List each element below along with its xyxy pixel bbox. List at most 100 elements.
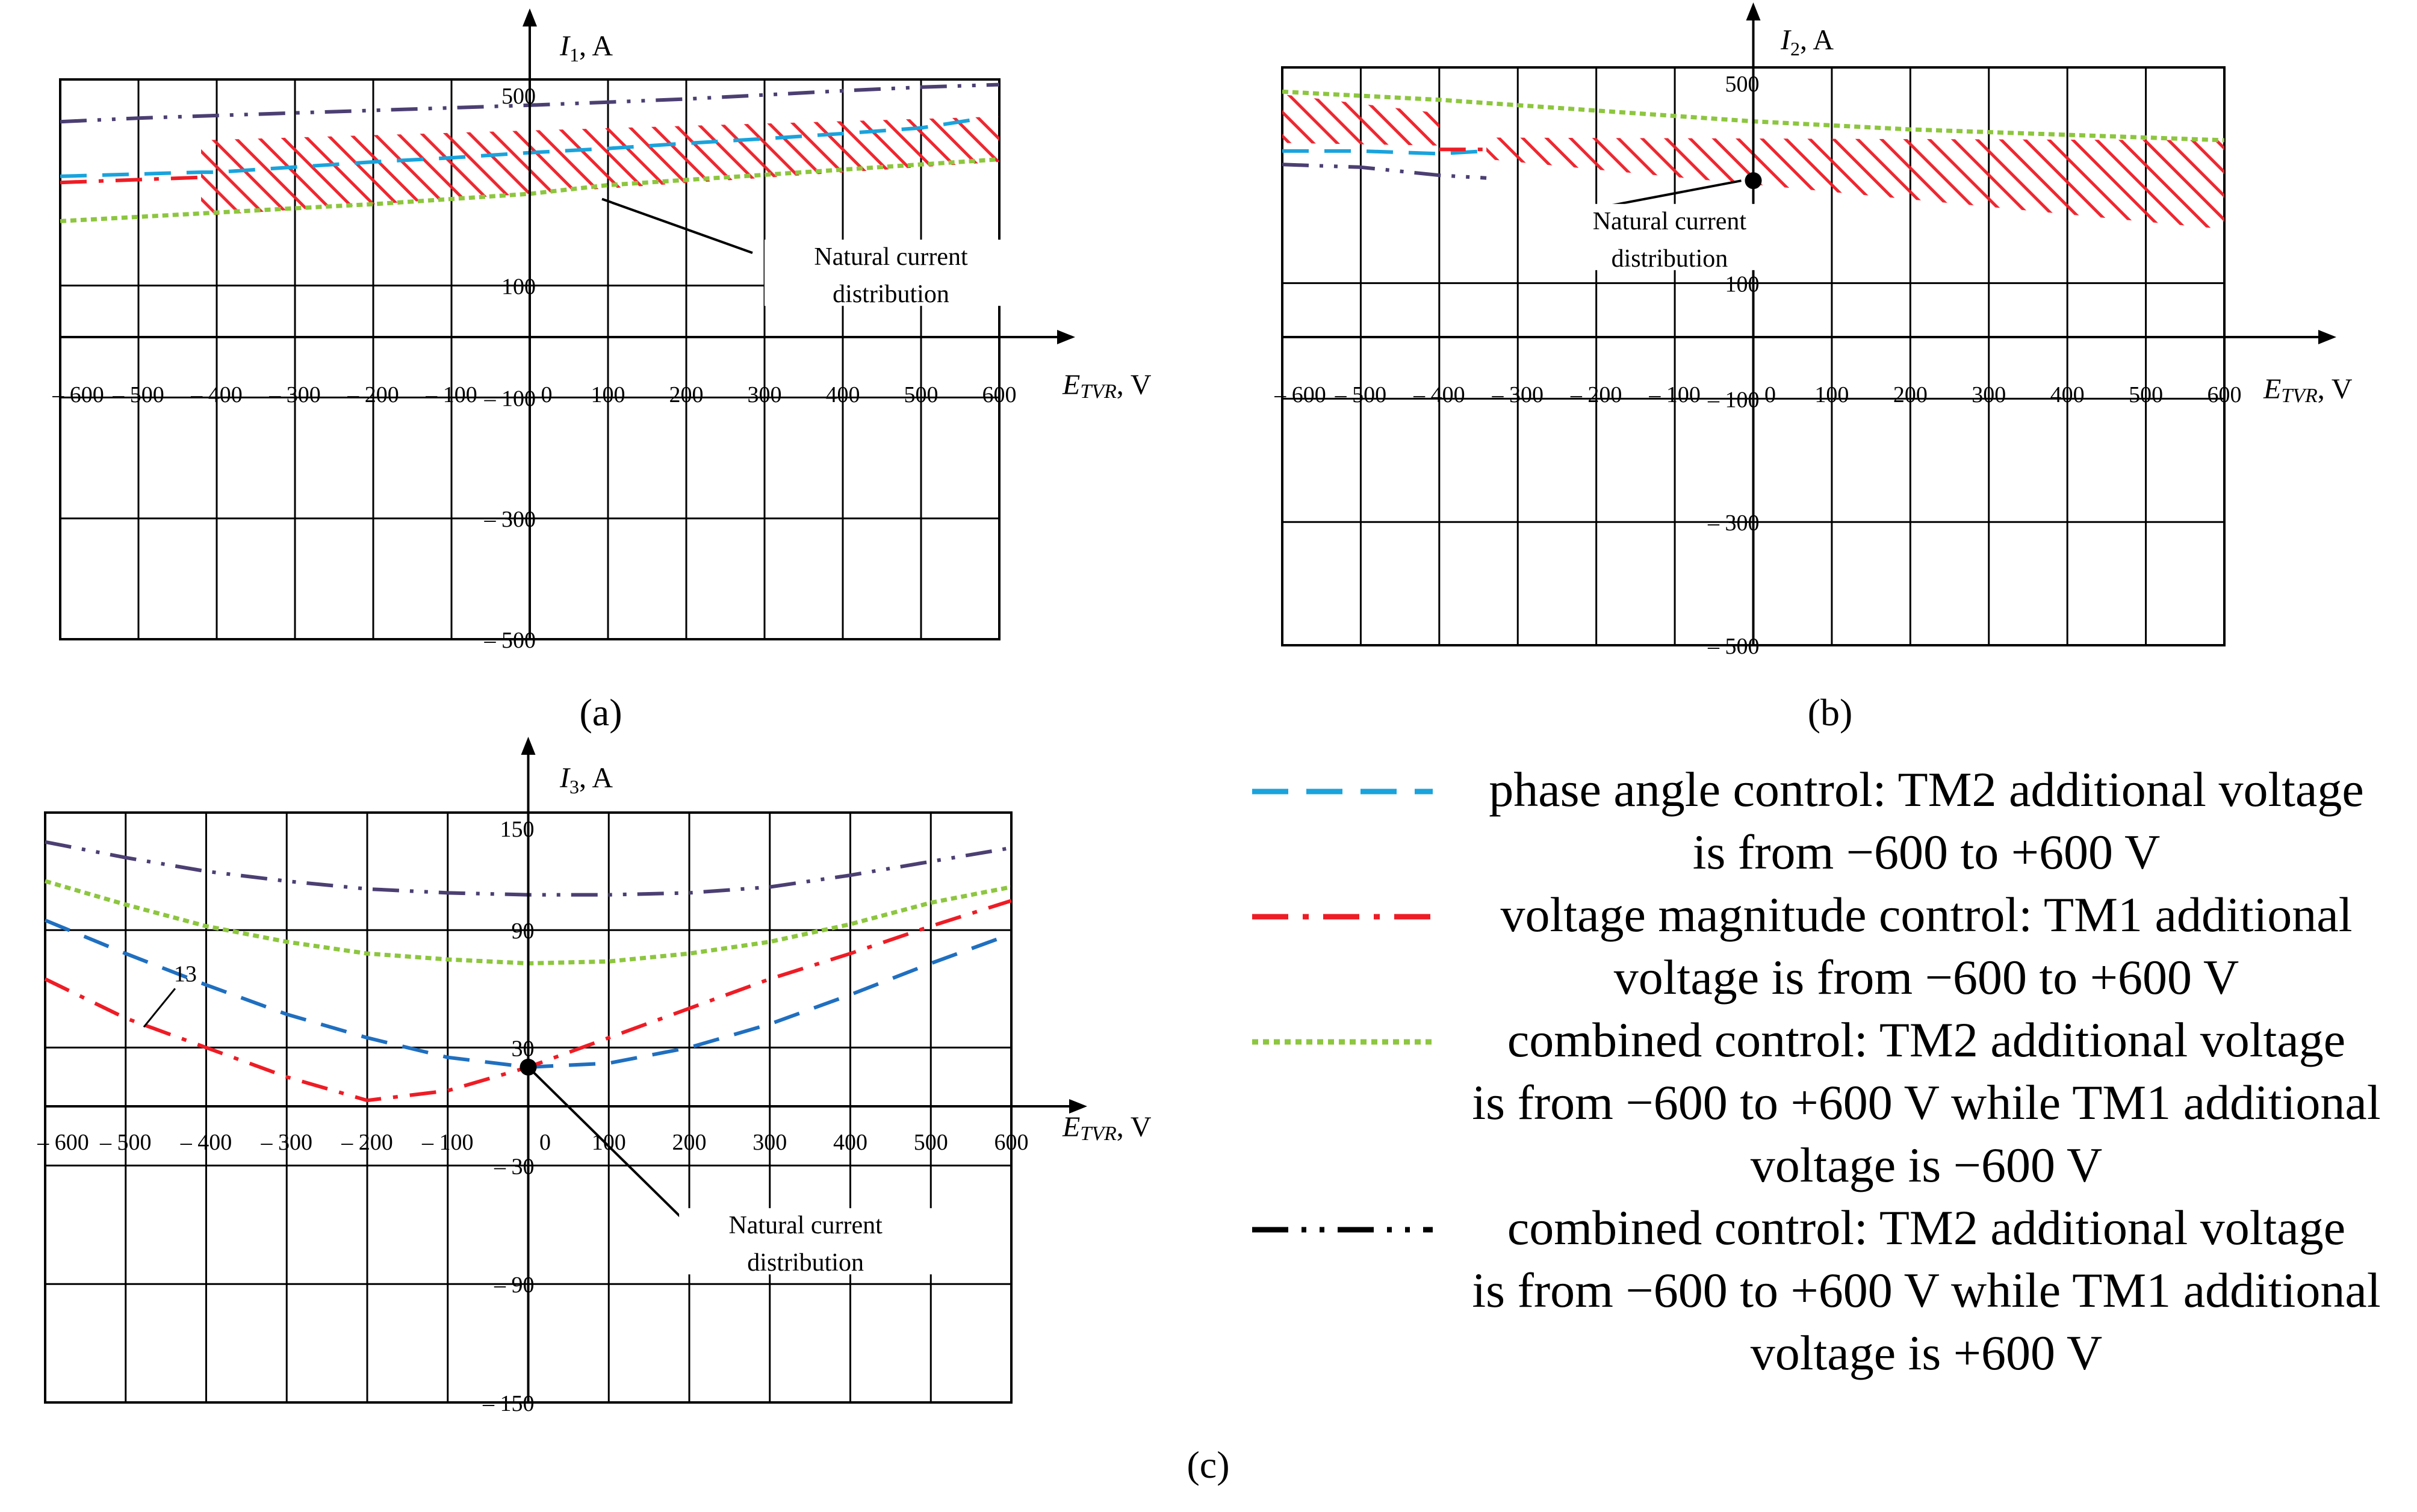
annotation-background — [765, 240, 1017, 306]
annotation-text: Natural current — [728, 1212, 883, 1239]
x-axis-label-unit: , V — [1117, 369, 1152, 401]
annotation-text: distribution — [747, 1249, 864, 1277]
legend-entry-voltage-magnitude: voltage magnitude control: TM1 additiona… — [1240, 884, 2408, 1009]
y-tick-label: – 100 — [484, 386, 536, 411]
y-axis-label: I3, A — [559, 762, 613, 798]
x-tick-label: – 400 — [1413, 382, 1465, 407]
legend-text-line: combined control: TM2 additional voltage — [1507, 1200, 2346, 1255]
annotation-background — [679, 1208, 932, 1275]
legend-swatch-combined-minus — [1252, 1039, 1433, 1045]
x-tick-label: – 600 — [37, 1130, 89, 1155]
x-tick-label: 0 — [1764, 382, 1776, 407]
x-axis-label-var: E — [2263, 373, 2281, 405]
y-tick-label: – 90 — [494, 1272, 535, 1298]
legend-entry-combined-minus: combined control: TM2 additional voltage… — [1240, 1009, 2408, 1197]
series-line-combined-plus — [1282, 163, 1487, 180]
series-line-phase-angle — [1282, 149, 1487, 156]
panel-b: – 600 – 500 – 400 – 300 – 200 – 100 0 100 200 300… — [1274, 2, 2353, 659]
x-tick-label: 200 — [672, 1130, 707, 1155]
x-tick-label: 100 — [591, 382, 625, 407]
x-tick-label: 400 — [2050, 382, 2085, 407]
x-tick-label: – 500 — [112, 382, 164, 407]
hatched-range-band — [1282, 94, 1439, 146]
panel-label-c: (c) — [1187, 1443, 1229, 1486]
annotation-text: distribution — [1612, 245, 1728, 273]
y-axis-label-unit: , A — [579, 30, 613, 62]
x-tick-label: 100 — [1814, 382, 1849, 407]
annotation-text: Natural current — [814, 243, 968, 271]
x-tick-label: – 200 — [1570, 382, 1622, 407]
x-axis-label: ETVR, V — [1062, 369, 1152, 403]
legend: phase angle control: TM2 additional volt… — [1240, 758, 2408, 1384]
x-tick-label: – 500 — [1335, 382, 1387, 407]
annotation-background — [1543, 203, 1796, 270]
y-tick-label: 100 — [1725, 271, 1760, 297]
x-tick-label: 400 — [826, 382, 860, 407]
x-tick-label: 600 — [2208, 382, 2242, 407]
x-axis-label: ETVR, V — [1062, 1111, 1152, 1145]
x-tick-label: 300 — [1972, 382, 2006, 407]
x-tick-label: – 600 — [52, 382, 104, 407]
annotation-text: distribution — [833, 280, 949, 308]
x-tick-label: – 100 — [1648, 382, 1701, 407]
annotation-leader-line — [601, 197, 753, 255]
y-tick-label: 500 — [1725, 72, 1760, 97]
x-tick-label: 200 — [669, 382, 704, 407]
x-tick-label: – 100 — [425, 382, 477, 407]
x-tick-label: 600 — [982, 382, 1017, 407]
hatched-range-band — [1486, 137, 2224, 229]
x-axis-label-unit: , V — [2318, 373, 2353, 405]
y-axis-label-var: I — [559, 762, 571, 794]
y-axis-label-sub: 1 — [569, 44, 579, 66]
x-axis-arrowhead — [1069, 1099, 1087, 1114]
x-tick-label: – 300 — [268, 382, 321, 407]
x-tick-label: – 200 — [341, 1130, 393, 1155]
y-axis-label-unit: , A — [1800, 24, 1834, 56]
natural-distribution-point — [1745, 172, 1762, 190]
y-axis-label: I2, A — [1780, 24, 1834, 60]
x-tick-label: – 500 — [99, 1130, 152, 1155]
x-axis-label-unit: , V — [1117, 1111, 1152, 1143]
x-axis-label-sub: TVR — [2281, 385, 2318, 407]
x-tick-label: – 400 — [190, 382, 243, 407]
y-axis-arrowhead — [523, 8, 537, 26]
x-tick-label: 400 — [833, 1130, 867, 1155]
panel-label-a: (a) — [579, 691, 622, 734]
legend-text-line: voltage is +600 V — [1750, 1325, 2103, 1380]
natural-distribution-point — [520, 1058, 537, 1076]
legend-text-line: voltage is −600 V — [1750, 1138, 2103, 1192]
x-tick-label: 300 — [748, 382, 782, 407]
x-tick-label: 500 — [2129, 382, 2163, 407]
x-axis-arrowhead — [1057, 330, 1075, 344]
y-axis-label-unit: , A — [579, 762, 613, 794]
x-axis-label-var: E — [1062, 1111, 1080, 1143]
y-axis-label-var: I — [559, 30, 571, 62]
y-axis-arrowhead — [1746, 2, 1761, 20]
y-tick-label: – 500 — [484, 628, 536, 653]
y-axis-label-var: I — [1780, 24, 1792, 56]
curve-label: 13 — [174, 961, 197, 987]
y-tick-label: 500 — [501, 84, 536, 109]
x-tick-label: 300 — [752, 1130, 787, 1155]
series-line-combined-minus — [60, 157, 1000, 223]
y-tick-label: – 300 — [484, 507, 536, 532]
x-tick-label: 200 — [1893, 382, 1928, 407]
x-axis-label-sub: TVR — [1080, 1123, 1117, 1145]
x-tick-label: 500 — [914, 1130, 948, 1155]
y-axis-label: I1, A — [559, 30, 613, 66]
x-axis-label-var: E — [1062, 369, 1080, 401]
y-axis-label-sub: 2 — [1790, 38, 1800, 60]
annotation-text: Natural current — [1593, 208, 1747, 235]
x-tick-label: 600 — [994, 1130, 1029, 1155]
series-line-voltage-magnitude — [60, 175, 202, 185]
x-tick-label: – 600 — [1274, 382, 1326, 407]
y-tick-label: – 500 — [1707, 634, 1760, 659]
legend-text-line: phase angle control: TM2 additional volt… — [1489, 762, 2364, 817]
x-tick-label: 500 — [904, 382, 939, 407]
x-tick-label: – 100 — [421, 1130, 474, 1155]
y-tick-label: – 300 — [1707, 510, 1760, 536]
legend-text-line: combined control: TM2 additional voltage — [1507, 1012, 2346, 1067]
